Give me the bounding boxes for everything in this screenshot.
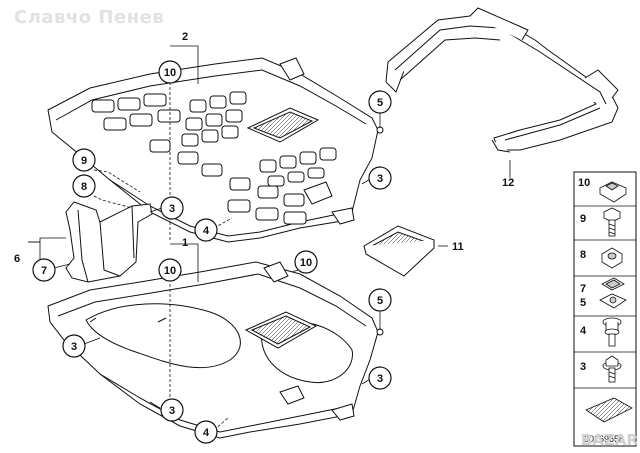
collar-screw-icon [602,317,622,347]
svg-text:3: 3 [377,373,383,385]
svg-text:8: 8 [81,181,87,193]
legend-num-9: 9 [580,213,586,225]
legend-num-10: 10 [578,177,590,189]
callout-5-lower: 5 [368,288,392,312]
label-2: 2 [182,31,188,43]
svg-text:3: 3 [169,203,175,215]
legend-num-8: 8 [580,249,586,261]
callout-3-lower-bottom: 3 [160,398,184,422]
svg-text:4: 4 [203,427,210,439]
legend-num-4: 4 [580,325,587,337]
legend-num-3: 3 [580,361,586,373]
callout-7: 7 [32,258,56,282]
hex-bolt-icon [603,207,621,237]
svg-text:5: 5 [377,97,383,109]
svg-text:9: 9 [81,155,87,167]
callout-3-lower-left: 3 [62,334,86,358]
fastener-legend: 10 9 8 7 5 4 3 [573,171,637,447]
side-bracket-part [65,201,153,283]
frame-bracket-part [385,7,619,153]
svg-text:7: 7 [41,265,47,277]
callout-9: 9 [72,148,96,172]
hex-nut-icon [601,247,623,269]
callout-8: 8 [72,174,96,198]
clip-nut-icon [599,181,627,203]
callout-3-upper-right: 3 [368,166,392,190]
callout-3-lower-right: 3 [368,366,392,390]
svg-text:3: 3 [169,405,175,417]
callout-10-upper: 10 [158,60,182,84]
callout-4-upper: 4 [194,218,218,242]
label-1: 1 [182,237,188,249]
watermark-text: Славчо Пенев [14,7,165,28]
callout-4-lower: 4 [194,420,218,444]
callout-10-lower-right: 10 [294,250,318,274]
legend-num-5: 5 [580,297,586,309]
label-6: 6 [14,253,20,265]
lower-shield-part [47,261,384,439]
svg-text:4: 4 [203,225,210,237]
label-11: 11 [452,241,464,253]
upper-shield-part [47,57,384,243]
watermark-badge: BAZAR [580,431,638,449]
callout-10-lower: 10 [158,258,182,282]
svg-text:10: 10 [164,67,176,79]
spring-clip-icon [599,277,627,309]
label-12: 12 [502,177,514,189]
svg-text:10: 10 [300,257,312,269]
leader-lines [28,45,511,431]
svg-text:3: 3 [377,173,383,185]
callouts: 10 5 3 3 4 10 10 5 3 3 3 4 9 8 7 [32,60,392,444]
flange-screw-icon [602,355,622,383]
svg-text:5: 5 [377,295,383,307]
part-number: 00169558 [584,434,624,444]
callout-3-upper-left: 3 [160,196,184,220]
svg-text:3: 3 [71,341,77,353]
callout-5-upper: 5 [368,90,392,114]
grate-part [362,225,435,277]
svg-text:10: 10 [164,265,176,277]
legend-num-7: 7 [580,283,586,295]
shim-plate-icon [585,397,633,423]
